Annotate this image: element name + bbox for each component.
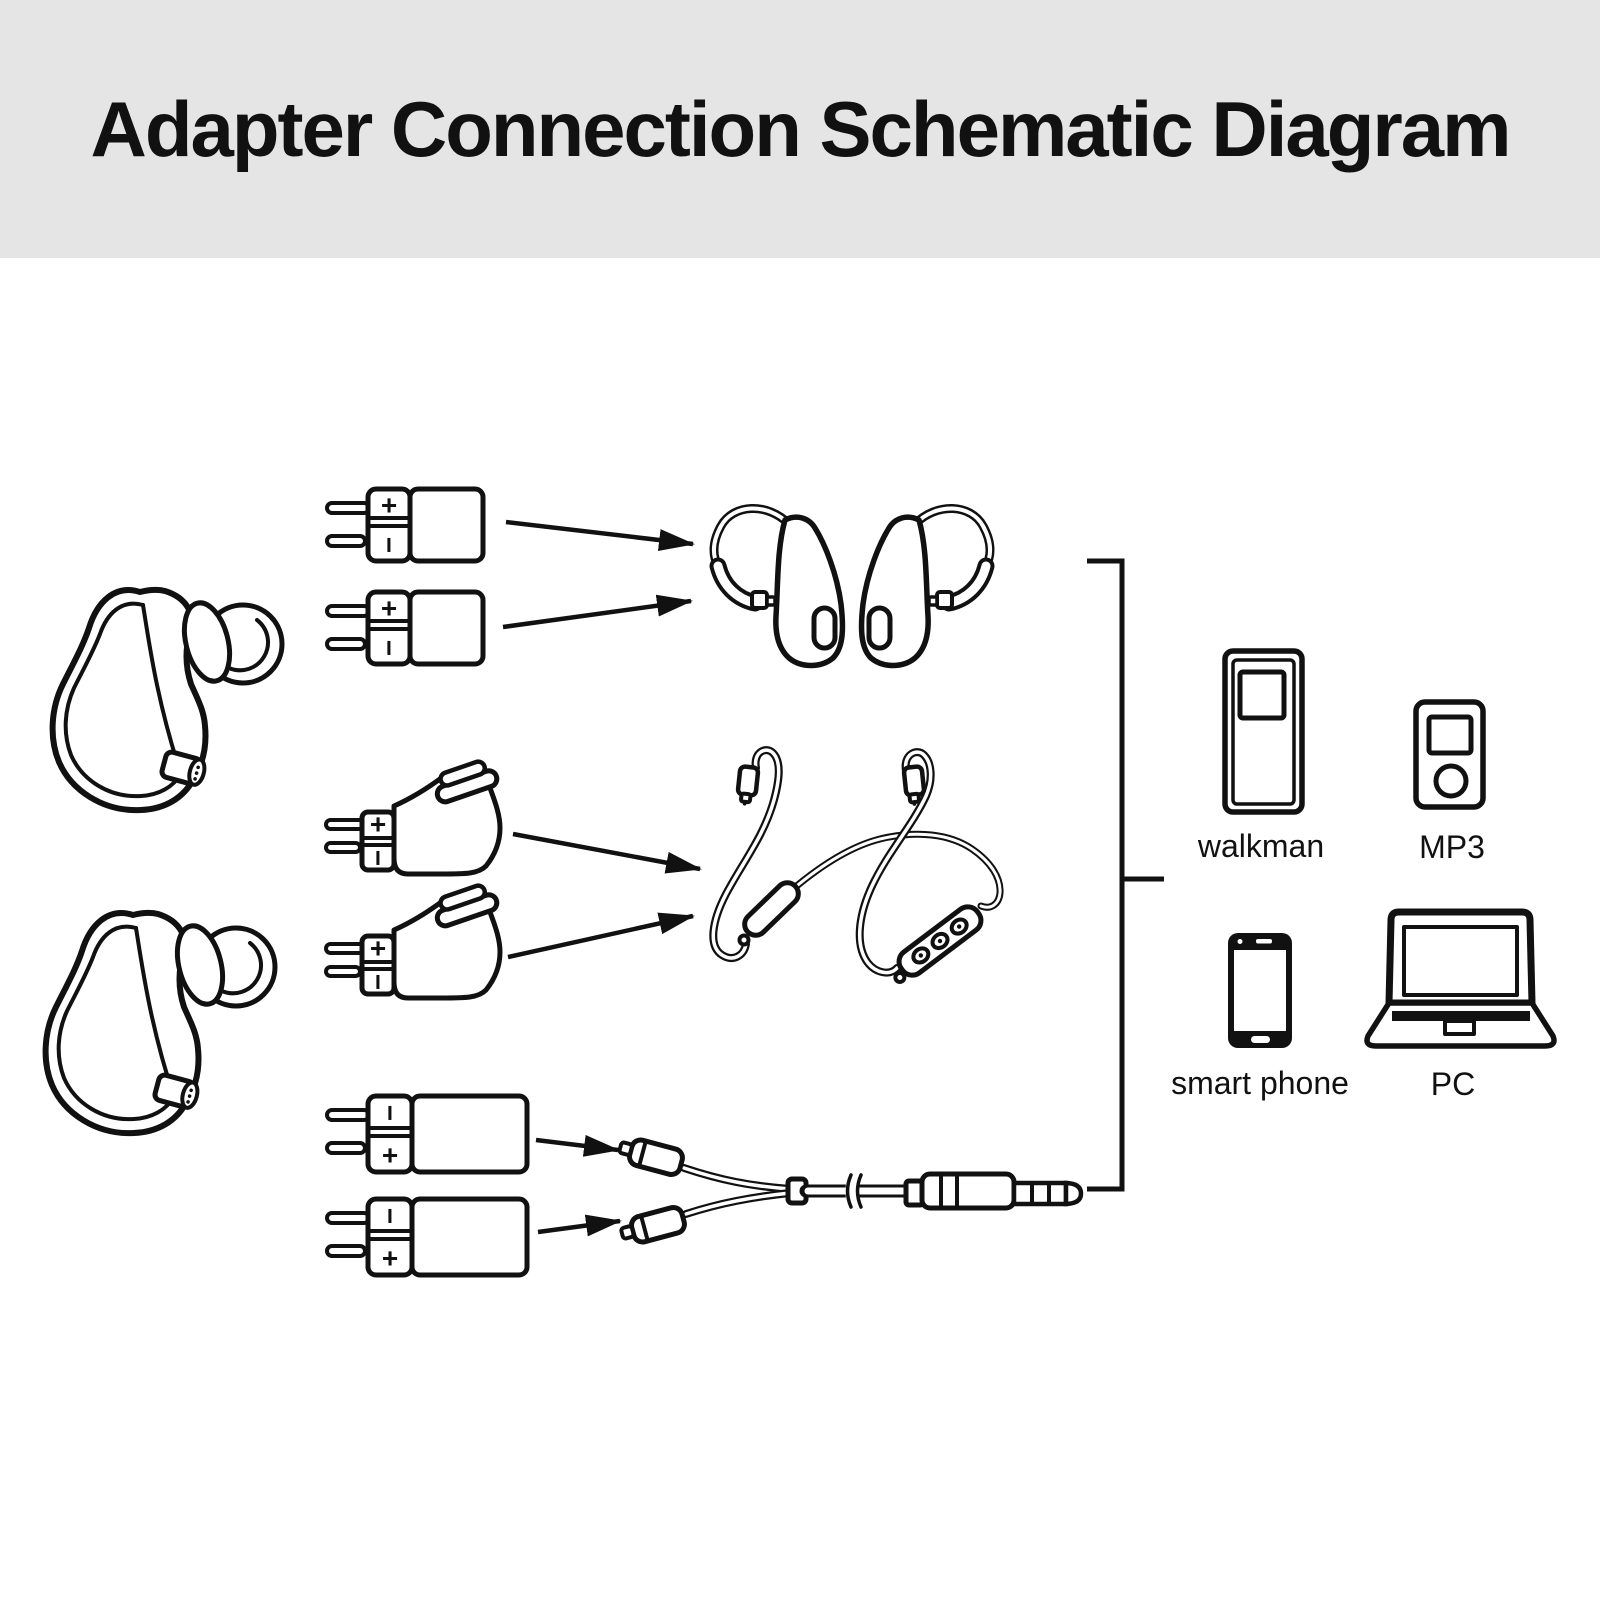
battery-cable-nub xyxy=(737,933,751,947)
mmcx-connector-right xyxy=(901,764,927,806)
arrow-adapter3-to-neckband xyxy=(512,831,702,874)
pc-label: PC xyxy=(1431,1066,1475,1102)
adapter3-minus-mark: − xyxy=(363,850,394,866)
angled-2pin-adapter-icon-2 xyxy=(326,881,500,998)
title-banner: Adapter Connection Schematic Diagram xyxy=(0,0,1600,258)
page-title: Adapter Connection Schematic Diagram xyxy=(90,84,1512,173)
mmcx-plug-bottom xyxy=(619,1204,687,1245)
mmcx-plug-top xyxy=(617,1137,685,1178)
adapter6-minus-mark: − xyxy=(375,1208,406,1224)
laptop-icon xyxy=(1364,908,1557,1049)
mmcx-connector-left xyxy=(735,764,761,806)
schematic-canvas: + − + − + − + − xyxy=(0,258,1557,1600)
adapter4-minus-mark: − xyxy=(363,974,394,990)
adapter2-minus-mark: − xyxy=(374,640,405,656)
adapter1-plus-mark: + xyxy=(381,490,397,521)
adapter5-plus-mark: + xyxy=(382,1140,398,1171)
jack-3-5mm xyxy=(903,1171,1084,1211)
iem-earbud-icon-bottom xyxy=(46,913,275,1133)
grouping-bracket xyxy=(1087,558,1164,1192)
adapter3-plus-mark: + xyxy=(370,809,386,840)
battery-module xyxy=(742,880,801,938)
walkman-player-icon xyxy=(1222,648,1305,815)
arrow-adapter1-to-earhook xyxy=(505,519,695,551)
arrow-adapter6-to-cable xyxy=(537,1214,622,1237)
mp3-label: MP3 xyxy=(1419,829,1485,865)
adapter2-plus-mark: + xyxy=(381,593,397,624)
remote-control xyxy=(893,904,984,984)
bluetooth-neckband-cable-icon xyxy=(709,746,1004,984)
smart-phone-label: smart phone xyxy=(1171,1065,1349,1101)
adapter1-minus-mark: − xyxy=(374,537,405,553)
walkman-label: walkman xyxy=(1197,828,1324,864)
arrow-adapter4-to-neckband xyxy=(507,912,695,960)
aux-splitter-cable-icon xyxy=(617,1137,1084,1245)
iem-earbud-icon-top xyxy=(53,590,282,810)
adapter4-plus-mark: + xyxy=(370,933,386,964)
arrow-adapter2-to-earhook xyxy=(502,594,693,630)
smartphone-icon xyxy=(1228,933,1292,1048)
angled-2pin-adapter-icon-1 xyxy=(326,757,500,874)
adapter5-minus-mark: − xyxy=(375,1105,406,1121)
arrow-adapter5-to-cable xyxy=(535,1134,620,1157)
long-2pin-adapter-icon-2 xyxy=(327,1199,527,1275)
long-2pin-adapter-icon-1 xyxy=(327,1096,527,1172)
adapter6-plus-mark: + xyxy=(382,1243,398,1274)
wireless-ear-hook-icon xyxy=(714,508,990,665)
mp3-player-icon xyxy=(1413,699,1486,810)
